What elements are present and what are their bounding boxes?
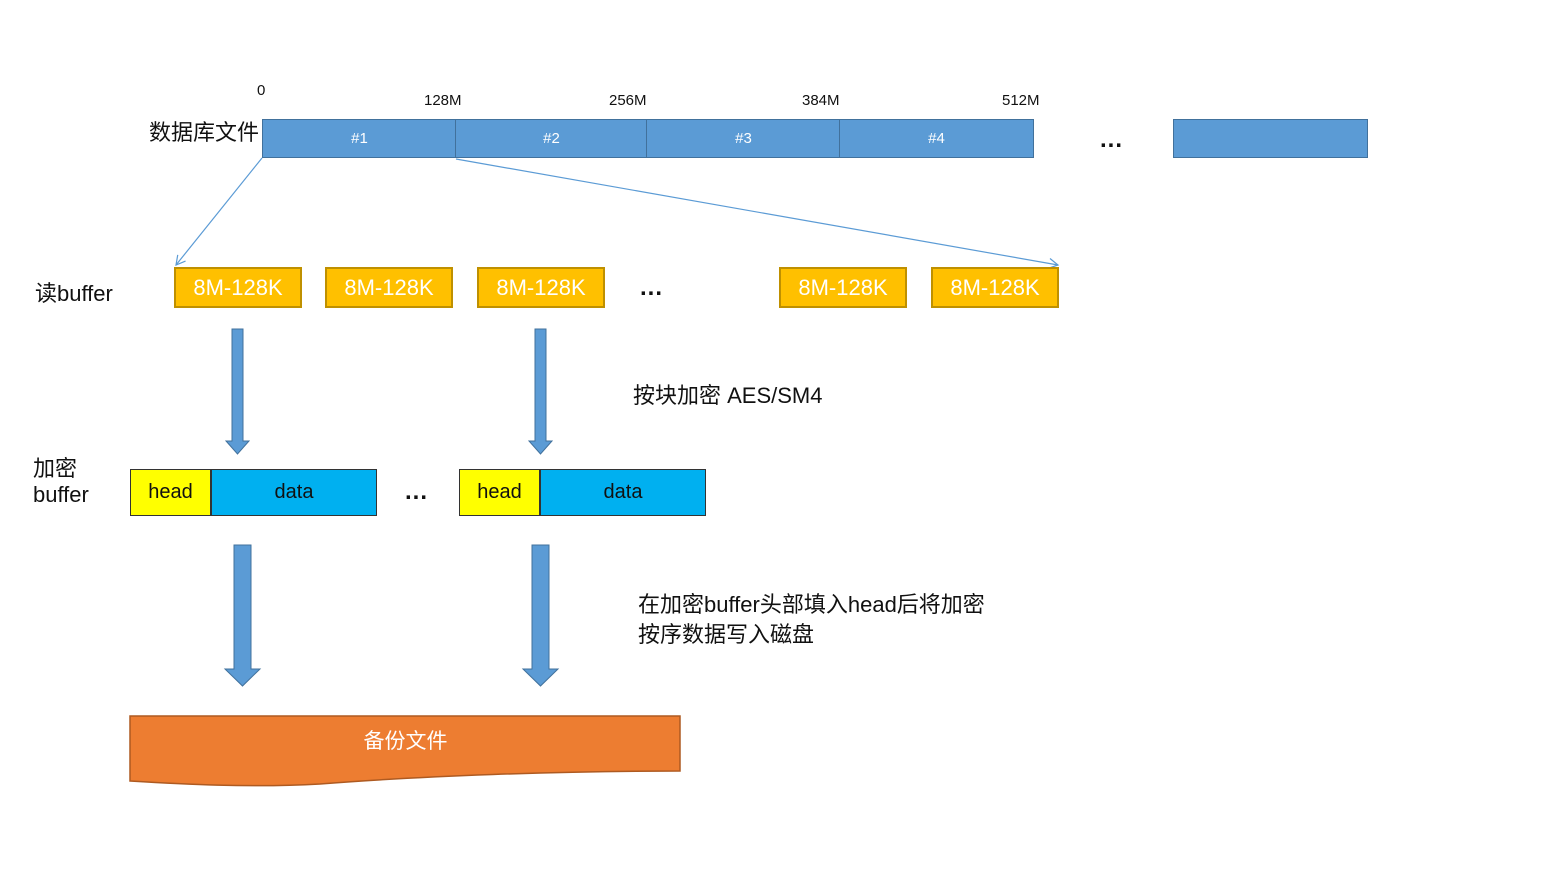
down-arrow-icon (527, 328, 554, 455)
read-buffer-block: 8M-128K (779, 267, 907, 308)
backup-file-label: 备份文件 (363, 730, 448, 753)
encrypt-data-block: data (211, 469, 377, 516)
read-buffer-block: 8M-128K (174, 267, 302, 308)
encrypt-head-block: head (130, 469, 211, 516)
offset-tick: 0 (257, 82, 266, 99)
db-segment: #2 (455, 119, 648, 158)
down-arrow-icon (223, 544, 262, 687)
db-segment-last (1173, 119, 1368, 158)
read-buffer-block: 8M-128K (477, 267, 605, 308)
db-segment: #1 (262, 119, 457, 158)
write-note-line1: 在加密buffer头部填入head后将加密 (638, 592, 985, 617)
read-buffer-block: 8M-128K (931, 267, 1059, 308)
encrypt-buffer-label-line2: buffer (33, 482, 89, 507)
db-file-label: 数据库文件 (149, 120, 260, 145)
encrypt-buffer-label-line1: 加密 (33, 456, 78, 481)
offset-tick: 256M (609, 92, 647, 109)
down-arrow-icon (224, 328, 251, 455)
zoom-line-left (175, 157, 263, 266)
offset-tick: 128M (424, 92, 462, 109)
db-segment: #3 (646, 119, 841, 158)
write-note-line2: 按序数据写入磁盘 (638, 622, 815, 647)
db-ellipsis: ... (1100, 126, 1124, 153)
offset-tick: 512M (1002, 92, 1040, 109)
zoom-line-right (455, 158, 1060, 269)
encrypt-head-block: head (459, 469, 540, 516)
read-buffer-label: 读buffer (35, 281, 113, 306)
read-buffer-ellipsis: ... (640, 274, 664, 301)
encrypt-note: 按块加密 AES/SM4 (633, 383, 823, 408)
encrypt-data-block: data (540, 469, 706, 516)
read-buffer-block: 8M-128K (325, 267, 453, 308)
backup-file-shape (129, 715, 681, 787)
offset-tick: 384M (802, 92, 840, 109)
encrypt-buffer-ellipsis: ... (405, 478, 429, 505)
down-arrow-icon (521, 544, 560, 687)
db-segment: #4 (839, 119, 1034, 158)
